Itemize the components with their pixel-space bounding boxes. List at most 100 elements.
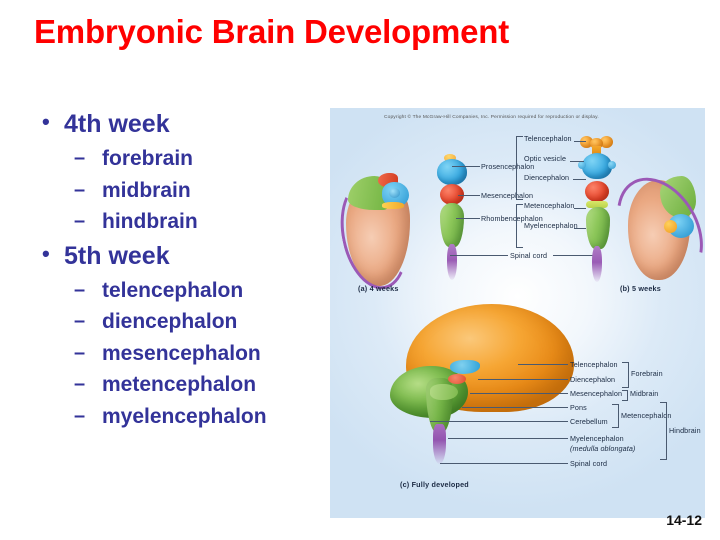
spinal-cord-adult <box>433 424 446 464</box>
leader-line-cerebellum <box>430 421 568 422</box>
embryo-5-weeks-illustration <box>599 162 705 296</box>
list-item: • 4th week <box>36 108 336 141</box>
list-item-label: 5th week <box>64 241 170 270</box>
label-medulla-oblongata: (medulla oblongata) <box>570 444 636 453</box>
bracket-hindbrain <box>660 402 667 460</box>
list-item-label: diencephalon <box>102 310 238 334</box>
list-item-label: 4th week <box>64 110 170 138</box>
dash-marker-icon: – <box>74 310 86 333</box>
label-telencephalon-adult: Telencephalon <box>570 360 618 369</box>
mesencephalon-vesicle-5wk <box>585 181 609 202</box>
label-midbrain: Midbrain <box>630 389 659 398</box>
dash-marker-icon: – <box>74 373 86 396</box>
leader-line-metencephalon-5wk <box>574 208 586 209</box>
rhombencephalon-vesicle <box>440 203 464 247</box>
list-item: – metencephalon <box>36 371 336 400</box>
label-diencephalon-5wk: Diencephalon <box>524 173 570 182</box>
label-metencephalon-adult: Metencephalon <box>621 411 672 420</box>
embryo-optic-vesicle <box>389 188 400 198</box>
dash-marker-icon: – <box>74 404 86 427</box>
figure-caption-a: (a) 4 weeks <box>358 284 399 293</box>
list-item: – myelencephalon <box>36 403 336 432</box>
list-item: – midbrain <box>36 177 336 206</box>
label-diencephalon-adult: Diencephalon <box>570 375 616 384</box>
telencephalon-vesicle-left <box>580 136 593 148</box>
leader-line-telencephalon-5wk <box>574 141 586 142</box>
metencephalon-segment <box>586 201 608 208</box>
diencephalon-inner <box>450 360 480 374</box>
spinal-cord-5-weeks <box>592 246 602 282</box>
label-myelencephalon-5wk: Myelencephalon <box>524 221 578 230</box>
label-prosencephalon: Prosencephalon <box>481 162 535 171</box>
list-item-label: metencephalon <box>102 373 257 397</box>
list-item-label: midbrain <box>102 178 191 202</box>
bullet-list: • 4th week – forebrain – midbrain – hind… <box>36 108 336 434</box>
bracket-5wk-hindbrain <box>516 204 523 248</box>
leader-line-optic-vesicle <box>570 161 584 162</box>
leader-line-diencephalon-5wk <box>573 179 586 180</box>
label-spinal-cord-adult: Spinal cord <box>570 459 608 468</box>
telencephalon-vesicle-right <box>600 136 613 148</box>
leader-line-prosencephalon <box>452 166 480 167</box>
label-telencephalon-5wk: Telencephalon <box>524 134 572 143</box>
embryo-optic-vesicle-5wk <box>664 220 677 233</box>
leader-line-spinal-cord-adult <box>440 463 568 464</box>
label-spinal-cord-4wk: Spinal cord <box>510 251 548 260</box>
spinal-cord-4-weeks <box>447 244 457 280</box>
page-number: 14-12 <box>666 512 702 528</box>
brain-development-figure: Copyright © The McGraw-Hill Companies, I… <box>330 108 705 518</box>
list-item-label: mesencephalon <box>102 341 261 365</box>
leader-line-myelencephalon-5wk <box>574 228 586 229</box>
myelencephalon-segment <box>586 207 610 249</box>
pons-region <box>430 384 458 400</box>
neural-tube-4-weeks <box>432 154 472 304</box>
leader-line-pons <box>462 407 568 408</box>
label-optic-vesicle: Optic vesicle <box>524 154 567 163</box>
figure-caption-c: (c) Fully developed <box>400 480 469 489</box>
label-mesencephalon-4wk: Mesencephalon <box>481 191 534 200</box>
label-hindbrain: Hindbrain <box>669 426 701 435</box>
neural-tube-5-weeks <box>578 136 622 304</box>
leader-line-myelencephalon-adult <box>448 438 568 439</box>
copyright-notice: Copyright © The McGraw-Hill Companies, I… <box>384 114 599 120</box>
label-forebrain: Forebrain <box>631 369 663 378</box>
embryo-yellow-margin <box>382 202 404 209</box>
list-item: – diencephalon <box>36 308 336 337</box>
leader-line-mesencephalon-4wk <box>458 195 480 196</box>
leader-line-mesencephalon-adult <box>470 393 568 394</box>
bracket-5wk-forebrain <box>516 136 523 200</box>
leader-line-telencephalon-adult <box>518 364 568 365</box>
bracket-midbrain <box>622 390 628 401</box>
leader-line-diencephalon-adult <box>478 379 568 380</box>
list-item-label: telencephalon <box>102 278 244 302</box>
mesencephalon-inner <box>448 374 466 384</box>
list-item-label: myelencephalon <box>102 404 267 428</box>
leader-line-spinal-cord-4wk <box>450 255 508 256</box>
telencephalon-vesicle-center <box>590 138 603 149</box>
dash-marker-icon: – <box>74 147 86 169</box>
list-item: – hindbrain <box>36 208 336 237</box>
leader-line-spinal-cord-5wk <box>553 255 595 256</box>
bracket-forebrain <box>622 362 629 388</box>
optic-vesicle-right <box>608 161 616 169</box>
embryo-hindbrain-region <box>660 176 696 218</box>
prosencephalon-vesicle <box>437 159 467 185</box>
label-pons: Pons <box>570 403 587 412</box>
bullet-marker-icon: • <box>42 109 50 134</box>
dash-marker-icon: – <box>74 278 86 301</box>
dash-marker-icon: – <box>74 341 86 364</box>
embryo-4-weeks-illustration <box>331 170 417 296</box>
list-item: – mesencephalon <box>36 340 336 369</box>
list-item: – telencephalon <box>36 277 336 306</box>
diencephalon-vesicle <box>582 153 612 179</box>
adult-brain-illustration <box>390 304 574 464</box>
figure-caption-b: (b) 5 weeks <box>620 284 661 293</box>
optic-vesicle-left <box>578 161 586 169</box>
label-metencephalon-5wk: Metencephalon <box>524 201 575 210</box>
telencephalon-stalk <box>592 146 601 155</box>
mesencephalon-vesicle <box>440 184 464 205</box>
label-myelencephalon-adult: Myelencephalon <box>570 434 624 443</box>
label-mesencephalon-adult: Mesencephalon <box>570 389 623 398</box>
list-item-label: hindbrain <box>102 210 198 234</box>
tube-yellow-cap <box>444 154 456 162</box>
